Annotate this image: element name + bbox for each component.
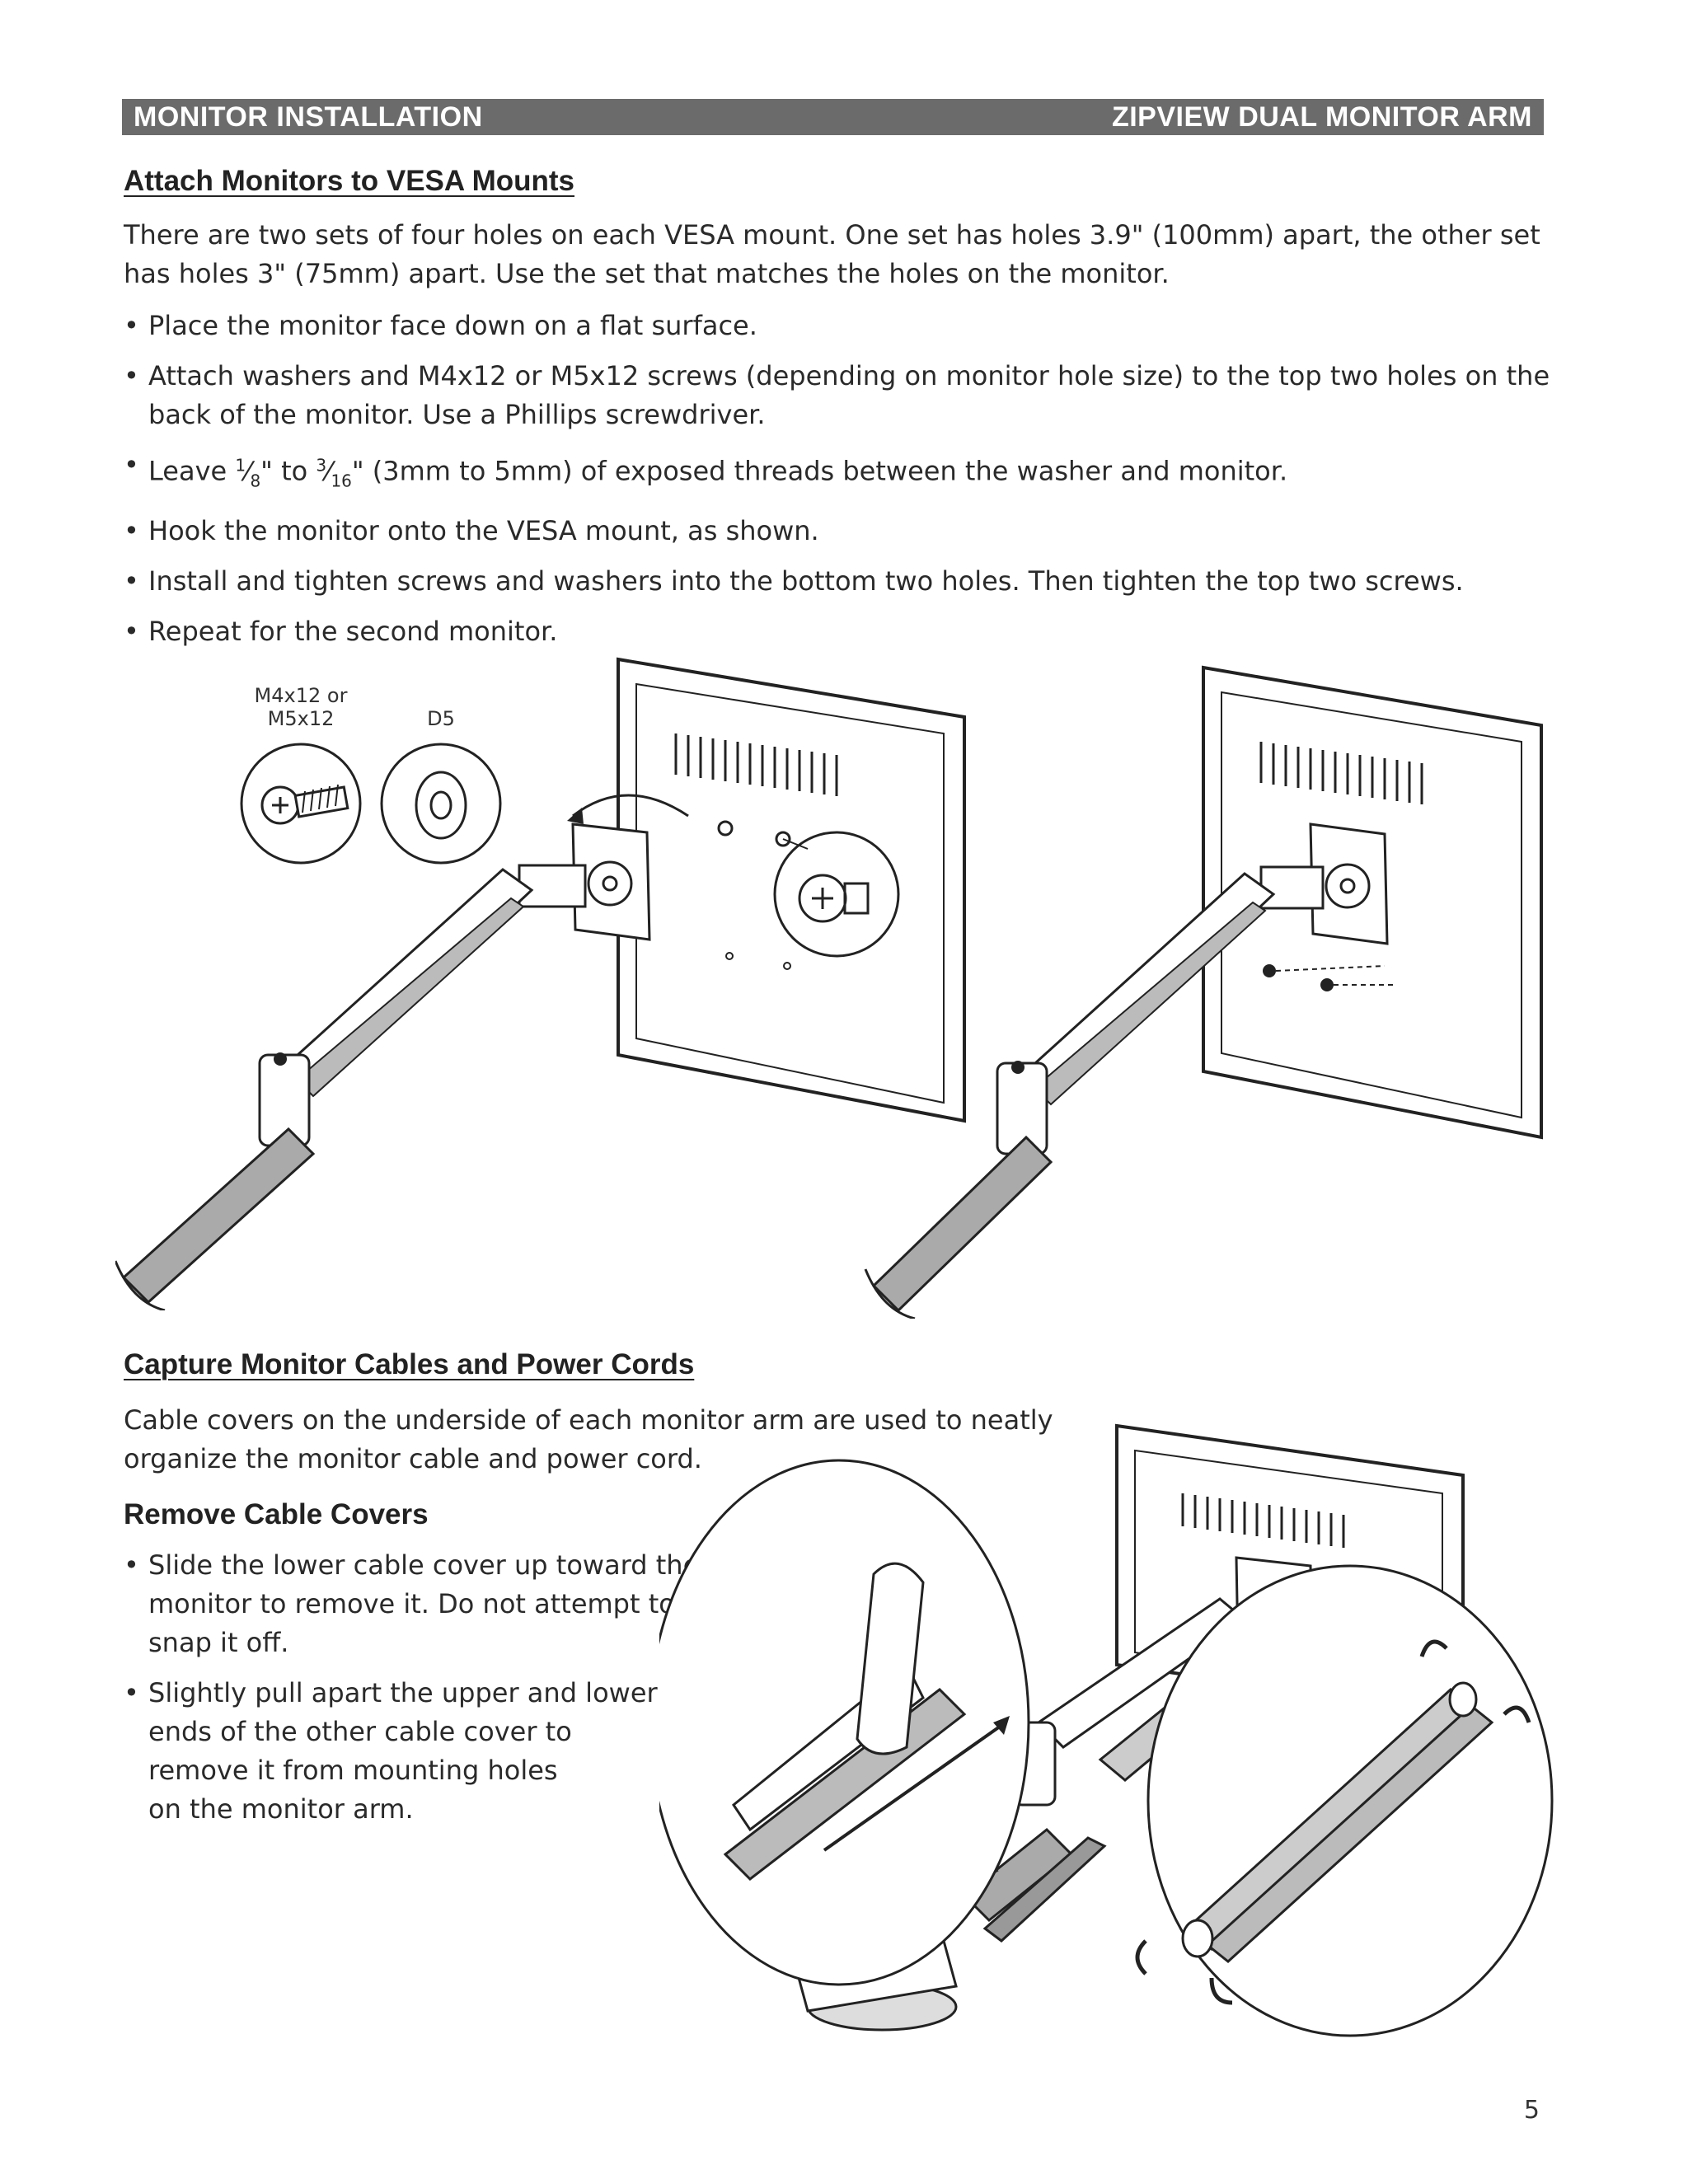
- bullet2-line: Slightly pull apart the upper and lower: [148, 1677, 658, 1708]
- section-intro-cables-1: Cable covers on the underside of each mo…: [124, 1404, 1053, 1436]
- bullet1-line: snap it off.: [148, 1627, 289, 1658]
- fraction-mid: " to: [260, 455, 316, 487]
- header-left: MONITOR INSTALLATION: [134, 101, 483, 133]
- list-item: Slide the lower cable cover up toward th…: [124, 1546, 750, 1662]
- list-item: Place the monitor face down on a flat su…: [124, 307, 1558, 345]
- fraction-rest: (3mm to 5mm) of exposed threads between …: [372, 455, 1288, 487]
- list-item: Hook the monitor onto the VESA mount, as…: [124, 512, 1558, 551]
- bullet2-line: ends of the other cable cover to: [148, 1716, 572, 1747]
- monitor-arm-illustration: [864, 823, 1393, 1319]
- section-title-cables: Capture Monitor Cables and Power Cords: [124, 1348, 695, 1380]
- screw-label-line2: M5x12: [268, 707, 335, 730]
- fraction-three-sixteenths: 3⁄16: [316, 455, 352, 491]
- bullet1-line: monitor to remove it. Do not attempt to: [148, 1588, 675, 1619]
- fraction-prefix: Leave: [148, 455, 236, 487]
- figure-vesa-installed: [864, 665, 1543, 1319]
- list-item: Slightly pull apart the upper and lower …: [124, 1674, 750, 1829]
- detail-slide-cover: [659, 1459, 1030, 1986]
- section-title-vesa: Attach Monitors to VESA Mounts: [124, 165, 575, 197]
- list-item: Install and tighten screws and washers i…: [124, 562, 1558, 601]
- header-bar: MONITOR INSTALLATION ZIPVIEW DUAL MONITO…: [122, 99, 1544, 135]
- detail-pull-cover: [1135, 1564, 1554, 2037]
- washer-icon: [380, 743, 502, 865]
- screw-icon: [240, 743, 362, 865]
- bullet1-line: Slide the lower cable cover up toward th…: [148, 1549, 700, 1581]
- fraction-suffix: ": [351, 455, 373, 487]
- figure-vesa-attach: M4x12 or M5x12 D5: [115, 657, 966, 1310]
- monitor-arm-illustration: [115, 823, 651, 1310]
- header-right: ZIPVIEW DUAL MONITOR ARM: [1111, 101, 1532, 133]
- section-intro-cables-2: organize the monitor cable and power cor…: [124, 1443, 702, 1474]
- figure-cable-covers: [659, 1423, 1554, 2037]
- subsection-title-remove-covers: Remove Cable Covers: [124, 1498, 429, 1530]
- monitor-back-illustration: [617, 657, 966, 1123]
- washer-label: D5: [427, 707, 455, 730]
- list-item: Attach washers and M4x12 or M5x12 screws…: [124, 357, 1558, 434]
- bullet2-line: on the monitor arm.: [148, 1793, 414, 1825]
- section-intro-vesa: There are two sets of four holes on each…: [124, 219, 1540, 289]
- page-number: 5: [1523, 2096, 1540, 2125]
- list-item: Leave 1⁄8" to 3⁄16" (3mm to 5mm) of expo…: [124, 446, 1558, 500]
- cable-steps: Slide the lower cable cover up toward th…: [124, 1546, 750, 1840]
- vesa-steps: Place the monitor face down on a flat su…: [124, 307, 1558, 663]
- screw-label-line1: M4x12 or: [255, 684, 348, 707]
- fraction-eighth: 1⁄8: [235, 455, 261, 491]
- bullet2-line: remove it from mounting holes: [148, 1755, 558, 1786]
- list-item: Repeat for the second monitor.: [124, 612, 1558, 651]
